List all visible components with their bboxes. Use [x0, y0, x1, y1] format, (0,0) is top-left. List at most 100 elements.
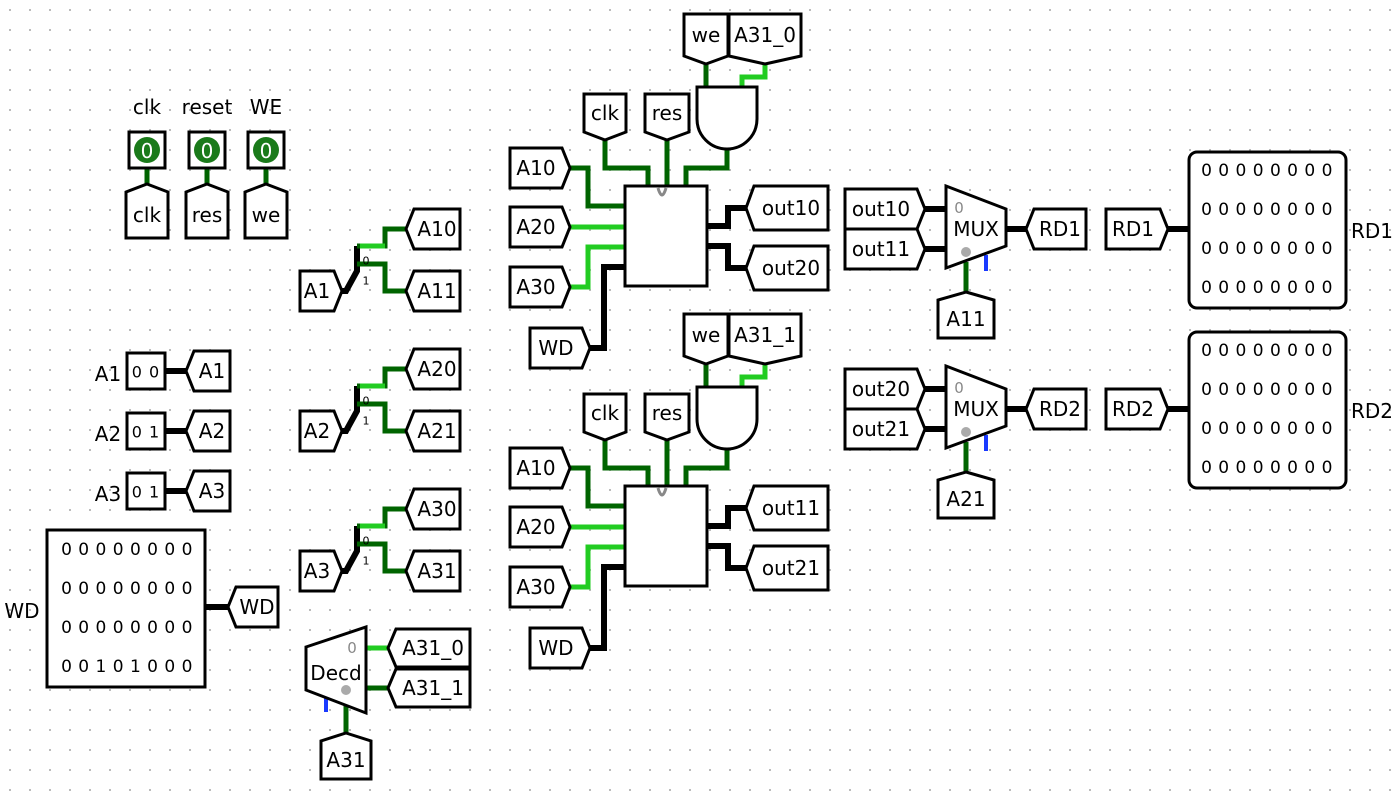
- input-pin-we[interactable]: WE0: [246, 95, 286, 170]
- pin-label: A3: [95, 482, 121, 506]
- tunnel-body: [184, 182, 230, 240]
- tunnel-label[interactable]: WD: [528, 626, 592, 670]
- probe-row: 0 0 0 0 0 0 0 0: [1201, 458, 1333, 478]
- tunnel-label[interactable]: RD1: [1104, 207, 1170, 251]
- pin-box: [125, 411, 167, 451]
- tunnel-label[interactable]: A30: [404, 487, 462, 531]
- addr-input-A1[interactable]: A1 0 0: [95, 351, 167, 391]
- tunnel-label[interactable]: A20: [508, 205, 572, 249]
- tunnel-body: [298, 269, 344, 313]
- tunnel-label[interactable]: A31: [404, 549, 462, 593]
- decoder-body: [304, 624, 368, 716]
- tunnel-label[interactable]: WD: [226, 585, 280, 629]
- tunnel-label[interactable]: A31_0: [386, 627, 472, 669]
- tunnel-label[interactable]: A10: [404, 207, 462, 251]
- tunnel-label[interactable]: A3: [298, 549, 344, 593]
- bit-index: 1: [363, 555, 370, 568]
- tunnel-label[interactable]: A2: [298, 409, 344, 453]
- tunnel-label[interactable]: out11: [744, 484, 830, 532]
- tunnel-text: A31_1: [402, 676, 464, 700]
- tunnel-text: A10: [516, 156, 555, 180]
- tunnel-body: [184, 409, 232, 453]
- probe-body: [1187, 150, 1348, 310]
- tunnel-text: A3: [304, 559, 330, 583]
- tunnel-label[interactable]: A31_1: [386, 667, 472, 709]
- tunnel-body: [643, 92, 691, 142]
- tunnel-body: [298, 409, 344, 453]
- tunnel-label[interactable]: we: [243, 182, 289, 240]
- tunnel-label[interactable]: res: [643, 92, 691, 142]
- tunnel-body: [1024, 387, 1088, 431]
- tunnel-label[interactable]: clk: [124, 182, 170, 240]
- tunnel-label[interactable]: we: [682, 12, 730, 66]
- tunnel-label[interactable]: RD1: [1024, 207, 1088, 251]
- tunnel-label[interactable]: out11: [843, 227, 927, 271]
- tunnel-text: out20: [852, 377, 910, 401]
- output-probe-RD1[interactable]: 0 0 0 0 0 0 0 00 0 0 0 0 0 0 00 0 0 0 0 …: [1187, 150, 1393, 310]
- tunnel-label[interactable]: A20: [404, 347, 462, 391]
- tunnel-body: [508, 505, 572, 549]
- tunnel-label[interactable]: out10: [843, 187, 927, 231]
- tunnel-label[interactable]: RD2: [1104, 387, 1170, 431]
- tunnel-label[interactable]: clk: [582, 92, 628, 142]
- tunnel-label[interactable]: A10: [508, 446, 572, 490]
- tunnel-label[interactable]: out20: [744, 244, 830, 292]
- decoder-label: Decd: [310, 661, 361, 685]
- tunnel-label[interactable]: A2: [184, 409, 232, 453]
- pin-label: A1: [95, 362, 121, 386]
- tunnel-body: [727, 312, 803, 366]
- register-block-1: [623, 85, 759, 288]
- tunnel-label[interactable]: out20: [843, 367, 927, 411]
- tunnel-label[interactable]: clk: [582, 392, 628, 442]
- tunnel-body: [936, 470, 996, 520]
- tunnel-text: A10: [417, 217, 456, 241]
- tunnel-label[interactable]: res: [184, 182, 230, 240]
- wd-input-pin[interactable]: WD0 0 0 0 0 0 0 00 0 0 0 0 0 0 00 0 0 0 …: [4, 528, 207, 689]
- tunnel-label[interactable]: A21: [404, 409, 462, 453]
- tunnel-label[interactable]: A31_0: [727, 12, 803, 66]
- tunnel-label[interactable]: A11: [404, 269, 462, 313]
- tunnel-body: [404, 549, 462, 593]
- tunnel-label[interactable]: we: [682, 312, 730, 366]
- pin-value: 0: [260, 139, 273, 163]
- probe-row: 0 0 0 0 0 0 0 0: [1201, 380, 1333, 400]
- tunnel-label[interactable]: RD2: [1024, 387, 1088, 431]
- tunnel-label[interactable]: out21: [843, 407, 927, 451]
- tunnel-label[interactable]: WD: [528, 326, 592, 370]
- tunnel-text: out21: [852, 417, 910, 441]
- pin-value: 0 1: [132, 423, 160, 442]
- tunnel-label[interactable]: A11: [936, 290, 996, 340]
- tunnel-text: RD1: [1039, 217, 1081, 241]
- tunnel-label[interactable]: A1: [298, 269, 344, 313]
- tunnel-label[interactable]: A3: [184, 469, 232, 513]
- tunnel-body: [528, 626, 592, 670]
- tunnel-label[interactable]: A31_1: [727, 312, 803, 366]
- tunnel-text: clk: [133, 203, 162, 227]
- tunnel-label[interactable]: A1: [184, 349, 232, 393]
- output-probe-RD2[interactable]: 0 0 0 0 0 0 0 00 0 0 0 0 0 0 00 0 0 0 0 …: [1187, 330, 1393, 490]
- tunnel-label[interactable]: res: [643, 392, 691, 442]
- pin-value: 0 0: [132, 363, 160, 382]
- tunnel-label[interactable]: out10: [744, 184, 830, 232]
- pin-label: reset: [182, 95, 233, 119]
- tunnel-label[interactable]: A20: [508, 505, 572, 549]
- tunnel-label[interactable]: out21: [744, 544, 830, 592]
- tunnel-body: [184, 469, 232, 513]
- tunnel-text: WD: [538, 336, 573, 360]
- tunnel-label[interactable]: A30: [508, 565, 572, 609]
- tunnel-label[interactable]: A10: [508, 146, 572, 190]
- tunnel-label[interactable]: A21: [936, 470, 996, 520]
- tunnel-body: [184, 349, 232, 393]
- wire: [342, 386, 360, 434]
- pin-row: 0 0 0 0 0 0 0 0: [61, 579, 193, 599]
- tunnel-label[interactable]: A31: [319, 731, 373, 781]
- tunnel-label[interactable]: A30: [508, 265, 572, 309]
